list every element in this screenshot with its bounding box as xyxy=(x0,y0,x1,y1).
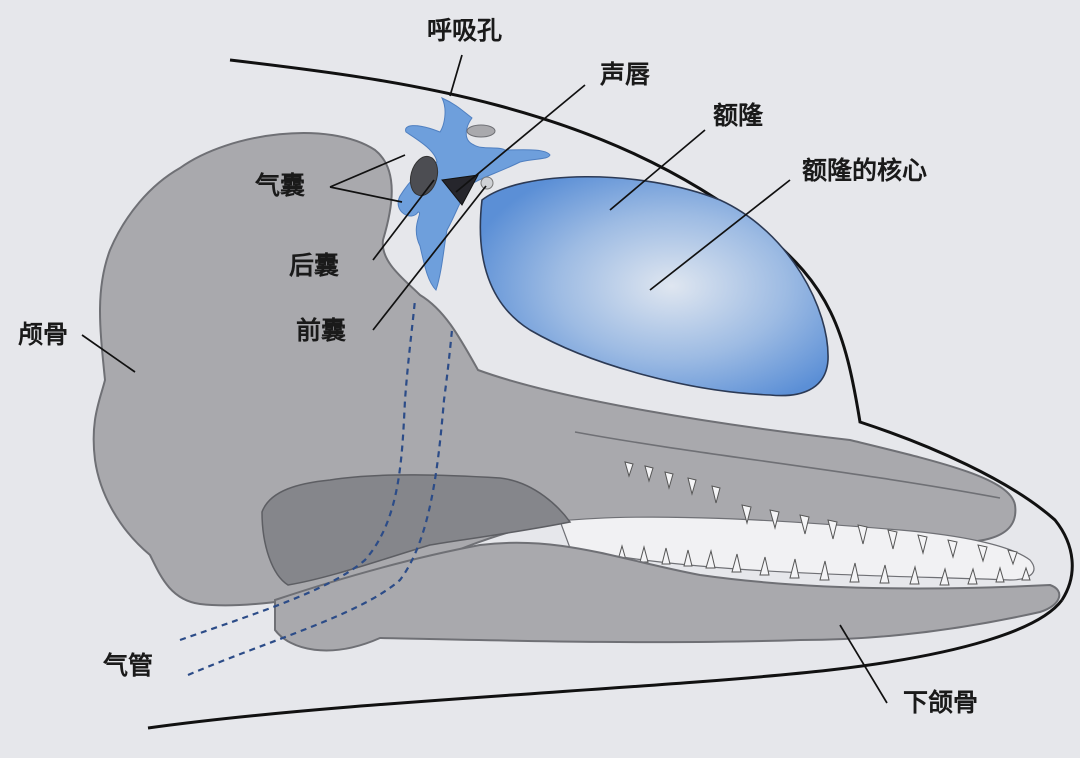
anterior-sac xyxy=(480,176,494,190)
label-anterior-sac: 前囊 xyxy=(296,316,347,345)
leader-mandible xyxy=(839,624,888,704)
pterygoid-region xyxy=(261,474,572,586)
trachea-dashed-line-1 xyxy=(179,299,417,642)
leader-posterior-sac xyxy=(372,179,435,261)
leader-lines xyxy=(81,54,888,704)
rostrum-ridge xyxy=(574,431,1001,499)
label-melon-core: 额隆的核心 xyxy=(802,156,928,185)
label-phonic-lips: 声唇 xyxy=(600,60,651,89)
label-air-sacs: 气囊 xyxy=(255,171,306,200)
leader-phonic-lips xyxy=(455,84,586,193)
phonic-lips xyxy=(441,174,479,206)
leader-blowhole xyxy=(449,54,463,97)
trachea-dashed-line-2 xyxy=(187,329,454,677)
posterior-sac xyxy=(409,155,439,197)
label-melon: 额隆 xyxy=(713,101,764,130)
mandible xyxy=(274,541,1061,652)
label-skull: 颅骨 xyxy=(18,320,69,349)
leader-air-sac-1 xyxy=(329,154,406,188)
head-outline-upper xyxy=(229,58,1074,601)
upper-teeth xyxy=(624,461,1018,566)
label-trachea: 气管 xyxy=(103,651,154,680)
leader-melon-core xyxy=(649,179,791,291)
leader-air-sac-2 xyxy=(329,186,403,203)
head-outline-lower xyxy=(147,599,1064,730)
leader-melon xyxy=(609,129,706,211)
nasal-air-sacs xyxy=(397,97,551,291)
label-posterior-sac: 后囊 xyxy=(289,251,340,280)
vestibular-air-sac xyxy=(466,124,496,138)
label-mandible: 下颌骨 xyxy=(903,688,979,717)
label-blowhole: 呼吸孔 xyxy=(427,16,503,45)
leader-anterior-sac xyxy=(372,185,487,331)
leader-skull xyxy=(81,334,136,373)
